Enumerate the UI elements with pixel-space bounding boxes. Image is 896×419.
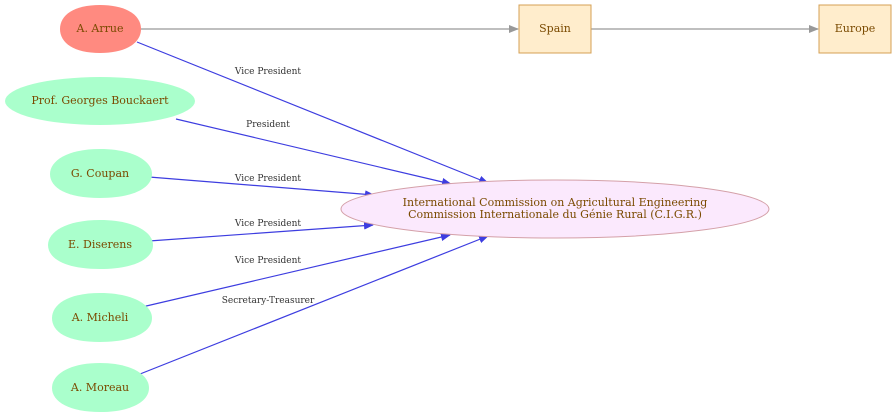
node-bouckaert-label: Prof. Georges Bouckaert (31, 94, 169, 107)
edge-label-arrue: Vice President (234, 67, 302, 77)
node-moreau-shape (52, 363, 149, 412)
node-commission-label-line2: Commission Internationale du Génie Rural… (408, 208, 702, 221)
node-micheli-label: A. Micheli (71, 311, 129, 324)
node-micheli-shape (52, 293, 152, 342)
node-moreau-label: A. Moreau (70, 381, 129, 394)
node-micheli[interactable]: A. Micheli (52, 293, 152, 342)
node-coupan-shape (50, 149, 152, 198)
node-spain-shape (518, 4, 592, 54)
node-europe-shape (818, 4, 892, 54)
edge-label-diserens: Vice President (234, 219, 302, 229)
edge-coupan-commission (148, 176, 375, 199)
edge-bouckaert-commission (175, 118, 452, 186)
edge-label-moreau: Secretary-Treasurer (222, 296, 315, 306)
edge-moreau-commission (134, 235, 489, 377)
edge-arrue-commission (136, 41, 489, 184)
edge-label-bouckaert: President (246, 120, 290, 130)
edge-diserens-commission (148, 221, 374, 242)
edge-label-coupan: Vice President (234, 174, 302, 184)
node-commission-label-line1: International Commission on Agricultural… (403, 196, 708, 209)
node-spain[interactable]: Spain (518, 4, 592, 54)
edge-micheli-commission (141, 233, 451, 308)
node-diserens[interactable]: E. Diserens (48, 220, 153, 269)
node-commission-shape (340, 179, 770, 239)
node-spain-label: Spain (539, 22, 571, 35)
node-commission[interactable]: International Commission on Agricultural… (340, 179, 770, 239)
node-arrue[interactable]: A. Arrue (60, 5, 141, 53)
edge-label-micheli: Vice President (234, 256, 302, 266)
node-coupan[interactable]: G. Coupan (50, 149, 152, 198)
node-diserens-shape (48, 220, 153, 269)
node-europe-label: Europe (835, 22, 876, 35)
node-arrue-label: A. Arrue (76, 22, 124, 35)
node-coupan-label: G. Coupan (71, 167, 129, 180)
node-europe[interactable]: Europe (818, 4, 892, 54)
node-moreau[interactable]: A. Moreau (52, 363, 149, 412)
node-bouckaert-shape (5, 77, 195, 125)
node-arrue-shape (60, 5, 141, 53)
node-diserens-label: E. Diserens (68, 238, 132, 251)
node-bouckaert[interactable]: Prof. Georges Bouckaert (5, 77, 195, 125)
